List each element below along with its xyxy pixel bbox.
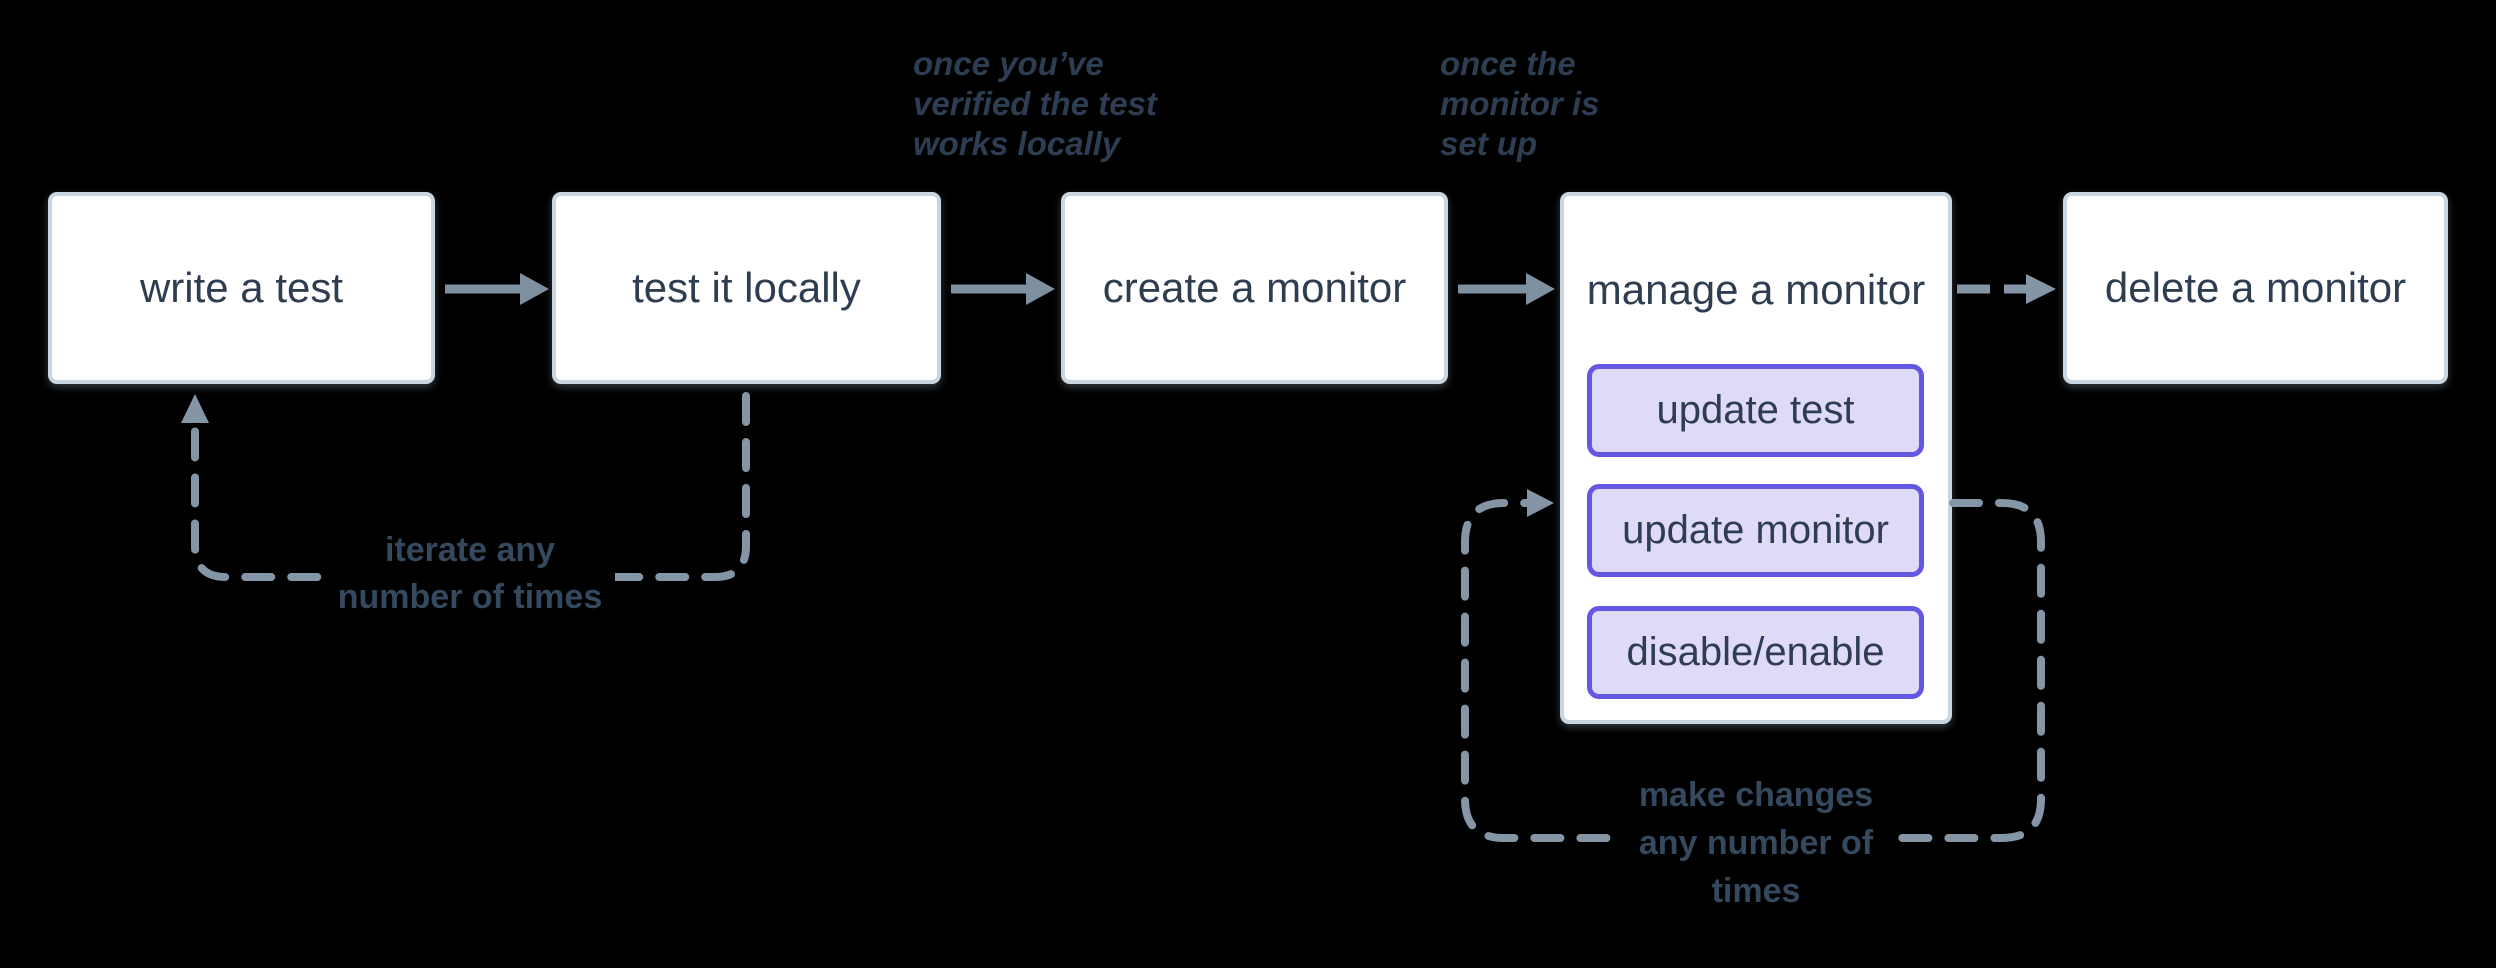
node-label: write a test bbox=[139, 264, 344, 311]
loop-label-line: iterate any bbox=[384, 531, 556, 569]
node-write-a-test: write a test bbox=[48, 192, 435, 384]
note-line: once you’ve bbox=[913, 45, 1104, 82]
node-delete-a-monitor: delete a monitor bbox=[2063, 192, 2448, 384]
loop-label-line: make changes bbox=[1638, 776, 1874, 814]
loop-label-make-changes: make changes any number of times bbox=[1620, 771, 1892, 915]
sub-node-disable-enable: disable/enable bbox=[1587, 606, 1924, 699]
node-test-it-locally: test it locally bbox=[552, 192, 941, 384]
note-line: works locally bbox=[913, 125, 1121, 162]
node-label: manage a monitor bbox=[1586, 266, 1926, 313]
up-arrowhead-icon bbox=[181, 394, 209, 423]
loop-label-iterate: iterate any number of times bbox=[325, 527, 615, 621]
note-once-set-up: once the monitor is set up bbox=[1440, 44, 1600, 164]
arrow-create-to-manage bbox=[1458, 273, 1555, 305]
sub-node-update-test: update test bbox=[1587, 364, 1924, 457]
note-once-verified: once you’ve verified the test works loca… bbox=[913, 44, 1157, 164]
note-line: once the bbox=[1440, 45, 1576, 82]
right-arrowhead-icon bbox=[1527, 489, 1554, 517]
loop-label-line: times bbox=[1711, 872, 1801, 910]
node-create-a-monitor: create a monitor bbox=[1061, 192, 1448, 384]
node-label: create a monitor bbox=[1102, 264, 1407, 311]
node-label: test it locally bbox=[632, 264, 861, 311]
dashed-arrow-manage-to-delete bbox=[1957, 274, 2056, 304]
node-manage-a-monitor: manage a monitor update test update moni… bbox=[1560, 192, 1952, 724]
arrow-write-to-test bbox=[445, 273, 549, 305]
note-line: monitor is bbox=[1440, 85, 1600, 122]
note-line: set up bbox=[1440, 125, 1538, 162]
note-line: verified the test bbox=[913, 85, 1157, 122]
sub-node-update-monitor: update monitor bbox=[1587, 484, 1924, 577]
node-label: delete a monitor bbox=[2104, 264, 2407, 311]
loop-label-line: number of times bbox=[337, 578, 603, 616]
loop-label-line: any number of bbox=[1638, 824, 1874, 862]
arrow-test-to-create bbox=[951, 273, 1055, 305]
